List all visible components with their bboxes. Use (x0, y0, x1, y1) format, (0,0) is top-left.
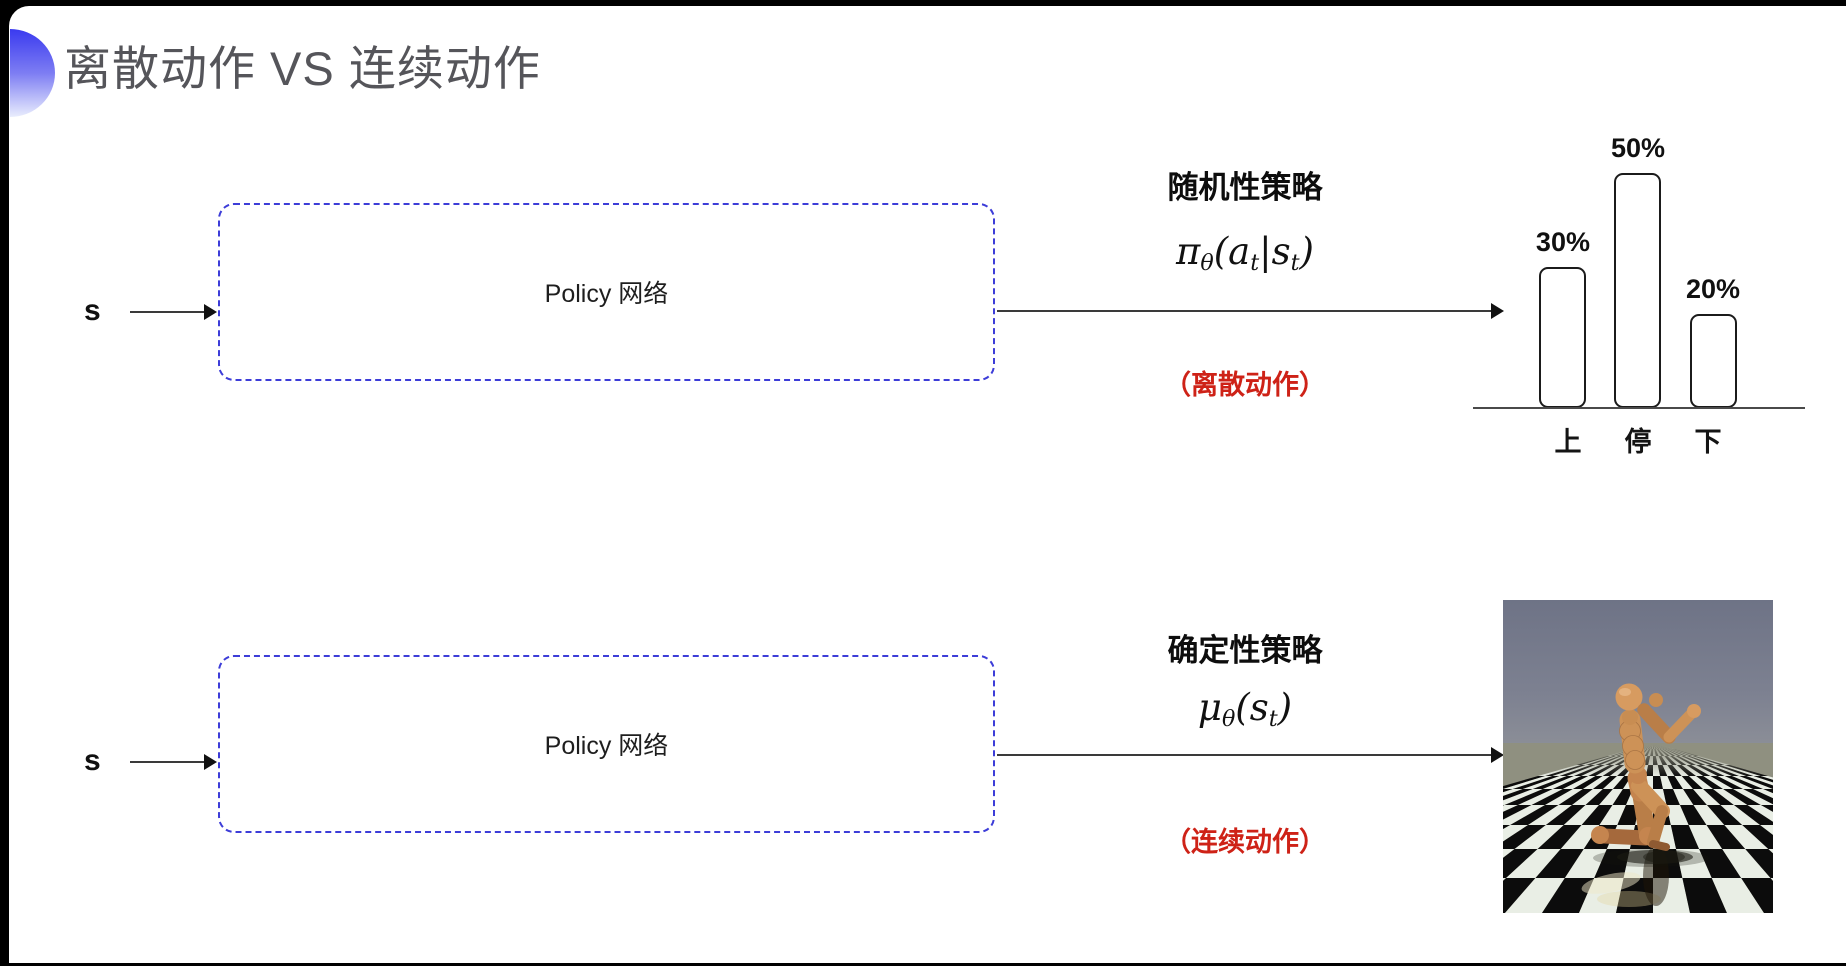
category-down: 下 (1694, 427, 1722, 457)
humanoid-robot-figure (1591, 683, 1709, 867)
bar-value-label: 30% (1535, 227, 1590, 257)
arrow-state-to-policy-bottom (130, 754, 217, 770)
bar-group-stop: 50% (1611, 133, 1665, 408)
chart-category-labels: 上 停 下 (1473, 420, 1803, 459)
bar-down (1689, 314, 1737, 408)
category-up: 上 (1554, 427, 1582, 457)
bar-value-label: 50% (1610, 133, 1666, 163)
action-probability-chart: 30% 50% 20% (1473, 95, 1803, 408)
policy-network-label-top: Policy 网络 (544, 280, 669, 308)
policy-network-label-bottom: Policy 网络 (544, 732, 669, 760)
bar-group-down: 20% (1686, 274, 1740, 408)
title-bullet-icon (10, 29, 55, 117)
policy-network-box-bottom: Policy 网络 (218, 655, 995, 833)
arrow-state-to-policy-top (130, 304, 217, 320)
stochastic-policy-title: 随机性策略 (1167, 170, 1323, 205)
state-input-label-top: s (84, 294, 101, 327)
bar-stop (1614, 173, 1662, 408)
chart-baseline (1473, 407, 1805, 409)
category-stop: 停 (1624, 427, 1652, 457)
state-input-label-bottom: s (84, 744, 101, 777)
bar-up (1539, 267, 1587, 408)
bar-value-label: 20% (1686, 274, 1741, 304)
deterministic-policy-title: 确定性策略 (1167, 633, 1323, 668)
stochastic-policy-formula: πθ(at|st) (1176, 230, 1314, 277)
humanoid-simulation-image (1503, 600, 1773, 913)
page-title: 离散动作 VS 连续动作 (64, 42, 541, 95)
continuous-action-note: （连续动作） (1164, 827, 1326, 857)
policy-network-box-top: Policy 网络 (218, 203, 995, 381)
arrow-policy-to-output-top (997, 303, 1504, 319)
bar-group-up: 30% (1536, 227, 1590, 408)
deterministic-policy-formula: μθ(st) (1197, 686, 1293, 733)
arrow-policy-to-output-bottom (997, 747, 1504, 763)
discrete-action-note: （离散动作） (1164, 370, 1326, 400)
